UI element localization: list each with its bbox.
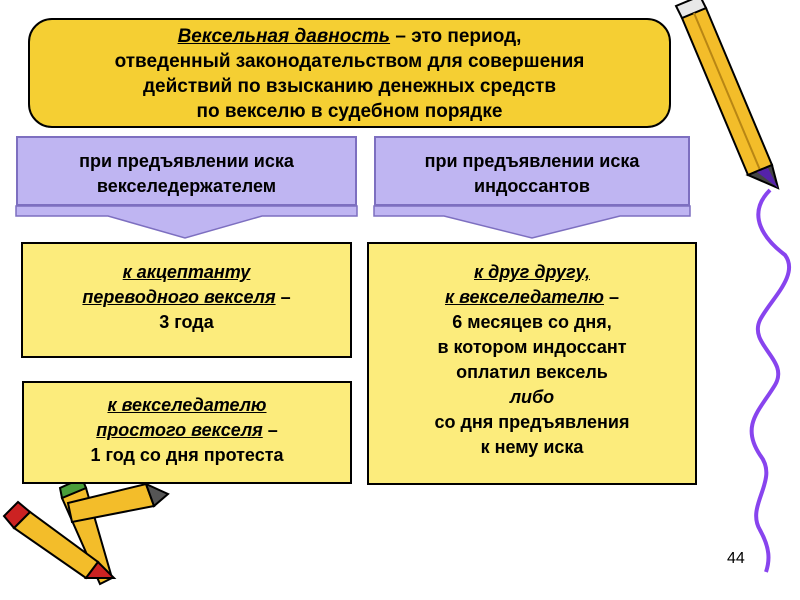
result-drawer-box: к векселедателю простого векселя – 1 год… (22, 381, 352, 484)
ribbon-decoration (749, 188, 792, 573)
result-drawer-underlined: простого векселя (96, 420, 263, 440)
branch-holder-line: при предъявлении иска (79, 151, 294, 171)
definition-line: по векселю в судебном порядке (196, 101, 503, 122)
branch-endorsers-box: при предъявлении иска индоссантов (374, 136, 690, 206)
slide-number: 44 (727, 550, 745, 567)
branch-holder-line: векселедержателем (96, 176, 277, 196)
result-acceptor-underlined: переводного векселя (82, 287, 276, 307)
result-endorsers-suffix: – (604, 287, 620, 307)
result-acceptor-term: 3 года (159, 312, 214, 332)
pencil-icon (674, 0, 780, 190)
arrow-endorsers (373, 205, 691, 239)
result-endorsers-box: к друг другу, к векселедателю – 6 месяце… (367, 242, 697, 485)
result-drawer-term: 1 год со дня протеста (90, 445, 284, 465)
result-acceptor-box: к акцептанту переводного векселя – 3 год… (21, 242, 352, 358)
arrow-holder (15, 205, 358, 239)
definition-line: действий по взысканию денежных средств (142, 76, 557, 97)
result-endorsers-underlined: к друг другу, (474, 262, 590, 282)
result-endorsers-alt: либо (509, 387, 555, 407)
result-acceptor-underlined: к акцептанту (122, 262, 251, 282)
result-endorsers-underlined: к векселедателю (444, 287, 604, 307)
branch-holder-box: при предъявлении иска векселедержателем (16, 136, 357, 206)
result-endorsers-line: в котором индоссант (437, 337, 627, 357)
definition-box: Вексельная давность – это период, отведе… (28, 18, 671, 128)
branch-endorsers-line: при предъявлении иска (424, 151, 640, 171)
result-endorsers-line: оплатил вексель (456, 362, 608, 382)
definition-term: Вексельная давность (177, 26, 391, 47)
definition-line: – это период, (390, 26, 522, 47)
definition-line: отведенный законодательством для соверше… (114, 51, 585, 72)
result-endorsers-alt-line: со дня предъявления (434, 412, 630, 432)
result-endorsers-line: 6 месяцев со дня, (452, 312, 612, 332)
crayons-icon (2, 476, 170, 586)
result-drawer-suffix: – (262, 420, 278, 440)
result-drawer-underlined: к векселедателю (107, 395, 267, 415)
result-endorsers-alt-line: к нему иска (480, 437, 584, 457)
result-acceptor-suffix: – (275, 287, 291, 307)
branch-endorsers-line: индоссантов (474, 176, 590, 196)
